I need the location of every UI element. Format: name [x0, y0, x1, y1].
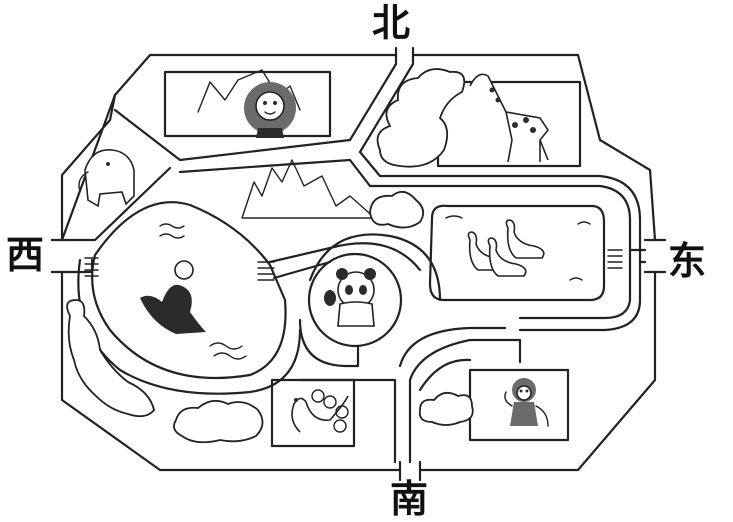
path-network — [70, 62, 647, 464]
monkey-icon — [504, 378, 549, 427]
elephant-enclosure — [78, 149, 135, 208]
panda-enclosure — [324, 268, 376, 327]
giraffe-enclosure — [376, 68, 582, 168]
lion-icon — [244, 82, 296, 138]
monkey-enclosure — [418, 368, 570, 442]
sea-lion-icon — [140, 260, 206, 334]
geese-pond — [428, 204, 606, 302]
bushes — [66, 299, 264, 444]
compass-west-label: 西 — [6, 232, 45, 277]
peacock-enclosure — [270, 378, 356, 448]
goose-icon — [467, 219, 545, 277]
compass-north-label: 北 — [372, 0, 411, 45]
compass-east-label: 东 — [668, 238, 707, 283]
sea-lion-pool — [140, 223, 247, 360]
lion-enclosure — [163, 69, 332, 138]
giraffe-icon — [469, 73, 549, 163]
park-boundary — [50, 46, 667, 482]
elephant-icon — [78, 149, 135, 208]
rockery — [241, 159, 425, 229]
panda-icon — [324, 268, 376, 327]
compass-south-label: 南 — [390, 476, 429, 521]
peacock-icon — [291, 389, 349, 433]
